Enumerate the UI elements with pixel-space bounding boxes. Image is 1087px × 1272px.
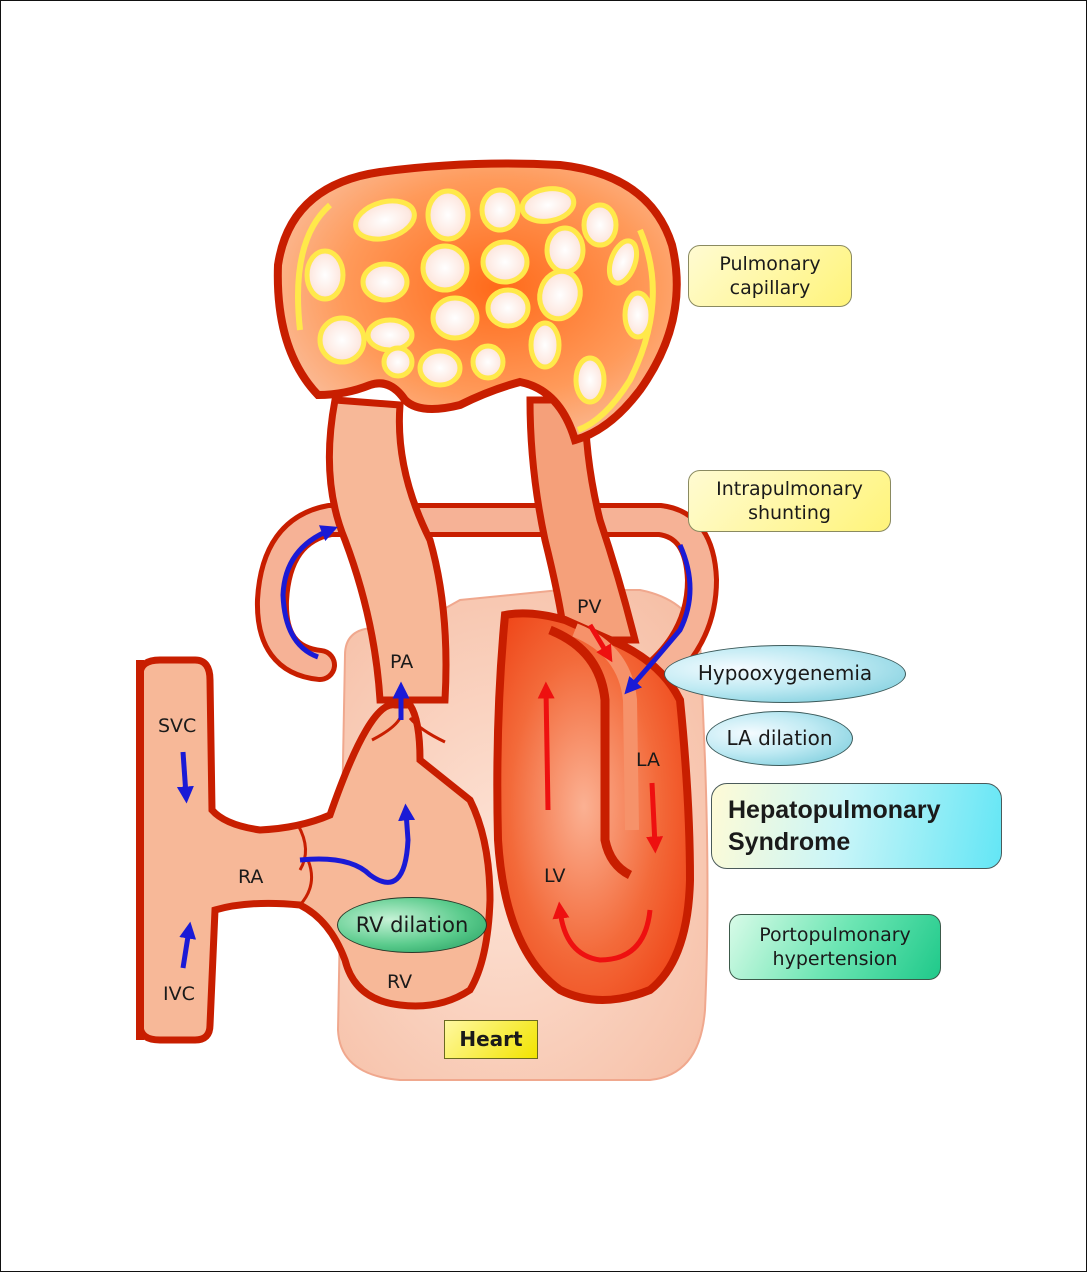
label-svc: SVC bbox=[158, 715, 196, 737]
callout-hepatopulmonary-syndrome: Hepatopulmonary Syndrome bbox=[711, 783, 1002, 869]
callout-pulmonary-line1: Pulmonary bbox=[719, 252, 821, 275]
callout-rv-dilation: RV dilation bbox=[337, 897, 487, 953]
label-pv: PV bbox=[577, 596, 601, 618]
arterial-flow-arrows bbox=[537, 623, 664, 963]
callout-intrapulmonary-shunting: Intrapulmonary shunting bbox=[688, 470, 891, 532]
label-la: LA bbox=[636, 749, 660, 771]
callout-la-dilation: LA dilation bbox=[706, 711, 853, 766]
callout-pulmonary-capillary: Pulmonary capillary bbox=[688, 245, 852, 307]
label-ra: RA bbox=[238, 866, 263, 888]
pulmonary-artery bbox=[325, 396, 450, 704]
callout-hps-line2: Syndrome bbox=[728, 828, 851, 856]
label-ivc: IVC bbox=[163, 983, 195, 1005]
callout-hps-line1: Hepatopulmonary bbox=[728, 796, 941, 824]
callout-heart: Heart bbox=[444, 1020, 538, 1059]
callout-pulmonary-line2: capillary bbox=[729, 277, 811, 299]
callout-portopulmonary-hypertension: Portopulmonary hypertension bbox=[729, 914, 941, 980]
callout-shunt-line1: Intrapulmonary bbox=[716, 477, 863, 500]
label-rv: RV bbox=[387, 971, 412, 993]
callout-porto-line1: Portopulmonary bbox=[759, 923, 911, 946]
callout-hypooxygenemia: Hypooxygenemia bbox=[664, 645, 906, 703]
venous-flow-arrows bbox=[176, 525, 693, 969]
capillary-alveoli bbox=[304, 186, 654, 405]
pulmonary-vein bbox=[526, 396, 640, 644]
callout-shunt-line2: shunting bbox=[748, 502, 831, 524]
callout-porto-line2: hypertension bbox=[772, 948, 898, 970]
label-pa: PA bbox=[390, 651, 413, 673]
label-lv: LV bbox=[544, 865, 566, 887]
